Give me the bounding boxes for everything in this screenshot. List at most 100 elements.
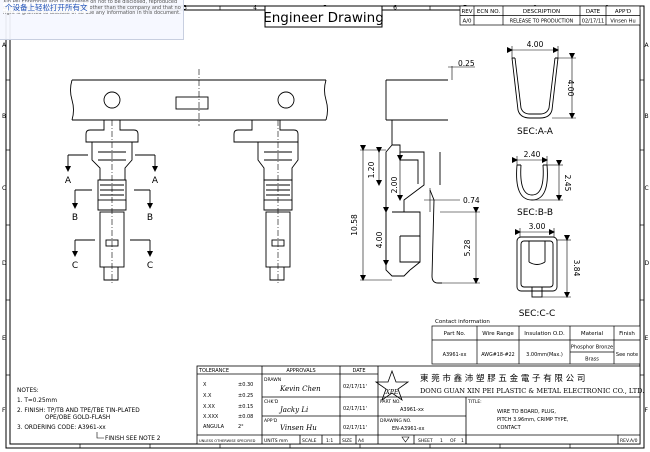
title-box <box>264 5 383 28</box>
section-b-dims <box>512 156 563 201</box>
tolerance-footer: UNLESS OTHERWISE SPECIFIED <box>199 439 256 443</box>
row-label-c-left: C <box>2 185 6 192</box>
row-label-f-left: F <box>2 407 6 414</box>
sec-a-label: SEC:A-A <box>517 127 554 137</box>
revision-block <box>459 5 641 26</box>
section-b-view <box>516 164 548 201</box>
size-value: A4 <box>358 438 364 444</box>
cut-label-a-right: A <box>152 176 159 186</box>
sec-a-height: 4.00 <box>566 80 575 97</box>
appd-signature: Vinsen Hu <box>280 424 317 432</box>
appd-date: 02/17/11' <box>343 425 367 431</box>
rev-header-appd: APP'D <box>615 9 631 15</box>
title-line-1: WIRE TO BOARD, PLUG, <box>497 409 556 415</box>
tol-value-2: ±0.15 <box>238 404 253 410</box>
note-2b: OPE/OBE GOLD-FLASH <box>45 415 110 421</box>
tol-label-2: X.XX <box>203 404 215 410</box>
appd-label: APP'D <box>264 418 278 424</box>
drawing-title: Engineer Drawing <box>263 10 384 26</box>
ci-header-material: Material <box>581 331 604 337</box>
note-leader <box>96 432 104 439</box>
cut-label-c-left: C <box>72 261 78 271</box>
rev-header-date: DATE <box>586 9 601 15</box>
rev-value: A/0 <box>462 19 472 25</box>
section-arrowheads <box>65 166 158 257</box>
ci-header-wire-range: Wire Range <box>482 331 514 337</box>
col-label-6: 6 <box>393 5 397 12</box>
rev-header-rev: REV <box>461 9 472 15</box>
tol-value-0: ±0.30 <box>238 382 253 388</box>
dim-200: 2.00 <box>390 176 399 193</box>
tol-value-3: ±0.08 <box>238 414 253 420</box>
open-all-files-banner[interactable]: 个设备上轻松打开所有文 <box>3 2 90 13</box>
note-3: 3. ORDERING CODE: A3961-xx <box>17 425 106 431</box>
row-label-b-left: B <box>2 113 6 120</box>
title-line-3: CONTACT <box>497 425 522 431</box>
row-label-d-left: D <box>2 260 7 267</box>
rev-header-ecn: ECN NO. <box>477 9 500 15</box>
dim-528: 5.28 <box>463 239 472 256</box>
front-view <box>70 69 328 283</box>
company-english-name: DONG GUAN XIN PEI PLASTIC & METAL ELECTR… <box>420 387 644 395</box>
dim-total-length: 10.58 <box>350 214 359 236</box>
tol-label-0: X <box>203 382 207 388</box>
sec-b-label: SEC:B-B <box>517 208 553 218</box>
sec-b-height: 2.45 <box>563 175 572 192</box>
row-label-d-right: D <box>645 260 650 267</box>
ci-material-1: Phosphor Bronze <box>571 345 613 351</box>
drawing-no-label: DRAWING NO. <box>380 418 411 424</box>
ci-insulation: 3.00mm(Max.) <box>526 352 563 358</box>
note-2a: 2. FINISH: TP/TB AND TPE/TBE TIN-PLATED <box>17 408 140 414</box>
sec-b-width: 2.40 <box>524 150 541 159</box>
cut-label-b-left: B <box>72 213 78 223</box>
drawn-signature: Kevin Chen <box>279 385 321 393</box>
ci-finish: See note <box>616 352 638 358</box>
rev-approver: Vinsen Hu <box>610 19 635 25</box>
logo-text: XPE <box>385 389 399 396</box>
rev-label: REV. <box>620 438 630 444</box>
row-label-a-left: A <box>2 42 7 49</box>
ci-material-2: Brass <box>585 357 599 363</box>
ci-part-no: A3961-xx <box>443 352 467 358</box>
ci-wire-range: AWG#18-#22 <box>481 352 514 358</box>
cut-label-a-left: A <box>65 176 72 186</box>
border-row-markers <box>6 79 644 376</box>
row-label-a-right: A <box>645 42 650 49</box>
part-no-value: A3961-xx <box>400 407 424 413</box>
scale-label: SCALE <box>302 438 317 444</box>
sec-c-width: 3.00 <box>529 222 546 231</box>
tol-label-3: X.XXX <box>203 414 219 420</box>
approvals-date-header: DATE <box>352 368 365 374</box>
dim-074: 0.74 <box>463 196 480 205</box>
side-view-dimensions <box>360 66 480 284</box>
units: UNITS mm <box>264 438 288 444</box>
tol-value-1: ±0.25 <box>238 393 253 399</box>
tol-value-4: 2° <box>238 424 244 430</box>
dim-thickness: 0.25 <box>458 59 475 68</box>
drawing-no-value: EN-A3961-xx <box>392 426 425 432</box>
rev-header-description: DESCRIPTION <box>523 9 560 15</box>
part-no-label: PART NO. <box>380 399 401 405</box>
notes-header: NOTES: <box>17 388 39 394</box>
side-view <box>385 79 448 284</box>
note-3b: FINISH SEE NOTE 2 <box>105 436 161 442</box>
title-label: TITLE: <box>467 399 482 405</box>
col-label-4: 4 <box>253 5 257 12</box>
rev-description: RELEASE TO PRODUCTION <box>510 19 574 25</box>
sec-c-label: SEC:C-C <box>519 309 556 319</box>
row-label-c-right: C <box>645 185 649 192</box>
row-label-e-right: E <box>645 335 649 342</box>
ci-header-insulation: Insulation O.D. <box>524 331 565 337</box>
section-a-dims <box>507 46 576 119</box>
of-value: 1 <box>461 438 464 444</box>
rev-date: 02/17/11 <box>582 19 604 25</box>
title-block-grid <box>196 365 641 445</box>
dim-400-side: 4.00 <box>375 231 384 248</box>
sec-c-height: 3.84 <box>572 260 581 277</box>
translation-popup: Xin Pei Enterprise and is delivered on n… <box>0 0 184 40</box>
note-1: 1. T=0.25mm <box>17 398 57 404</box>
size-label: SIZE <box>342 438 352 444</box>
contact-info-title: Contact information <box>435 319 490 325</box>
tolerance-header: TOLERANCE <box>198 368 229 374</box>
